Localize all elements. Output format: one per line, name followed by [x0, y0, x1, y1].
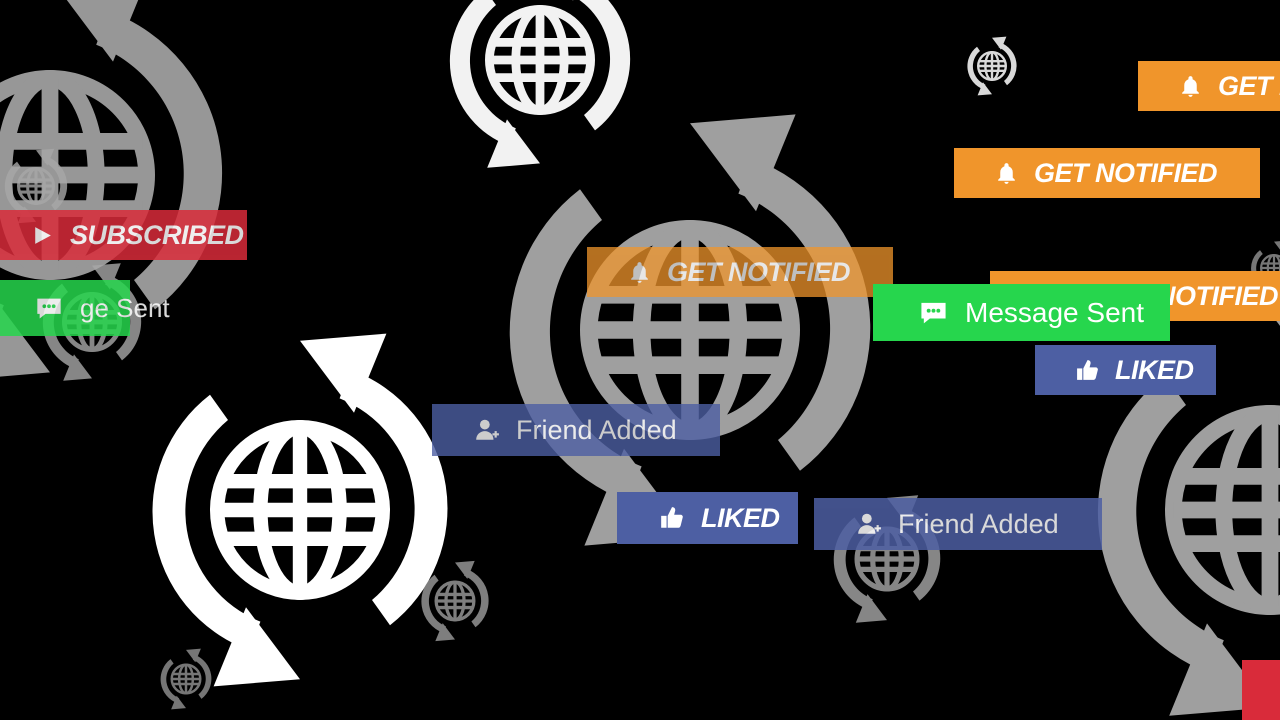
globe-sync-icon-small-top-right — [962, 36, 1022, 96]
bell-icon — [627, 260, 652, 285]
get-notified-badge-top-right: GET N — [1138, 61, 1280, 111]
get-notified-badge-center: GET NOTIFIED — [587, 247, 893, 297]
get-notified-badge: GET NOTIFIED — [954, 148, 1260, 198]
globe-sync-icon-center-large — [470, 110, 910, 550]
globe-sync-icon-bottom-left — [120, 330, 480, 690]
liked-badge-right-label: LIKED — [1115, 354, 1194, 385]
user-plus-icon — [856, 511, 882, 537]
thumbs-up-icon — [1075, 358, 1100, 383]
red-badge-bottom-right — [1242, 660, 1280, 720]
get-notified-badge-center-label: GET NOTIFIED — [667, 256, 851, 287]
message-sent-badge-label: Message Sent — [965, 296, 1144, 328]
friend-added-badge-center-label: Friend Added — [516, 414, 677, 445]
message-sent-badge-left: ge Sent — [0, 280, 170, 336]
chat-icon — [35, 294, 63, 322]
liked-badge-center-label: LIKED — [701, 502, 780, 533]
friend-added-badge-right: Friend Added — [814, 498, 1102, 550]
globe-sync-icon-small-center-bottom — [414, 560, 496, 642]
thumbs-up-icon — [659, 505, 685, 531]
play-icon — [30, 223, 55, 248]
subscribed-badge: SUBSCRIBED — [0, 210, 247, 260]
friend-added-badge-center: Friend Added — [432, 404, 720, 456]
message-sent-badge: Message Sent — [873, 284, 1170, 341]
globe-sync-icon-small-bottom-left — [155, 648, 217, 710]
liked-badge-center: LIKED — [617, 492, 798, 544]
message-sent-badge-left-label: ge Sent — [80, 292, 170, 323]
liked-badge-right: LIKED — [1035, 345, 1216, 395]
get-notified-badge-top-right-label: GET N — [1218, 70, 1280, 101]
get-notified-badge-label: GET NOTIFIED — [1034, 157, 1218, 188]
user-plus-icon — [474, 417, 500, 443]
bell-icon — [994, 161, 1019, 186]
bell-icon — [1178, 74, 1203, 99]
globe-sync-icon-top-center — [430, 0, 650, 170]
friend-added-badge-right-label: Friend Added — [898, 508, 1059, 539]
globe-sync-icon-small-left — [0, 148, 74, 224]
chat-icon — [919, 298, 948, 327]
subscribed-badge-label: SUBSCRIBED — [70, 219, 244, 250]
